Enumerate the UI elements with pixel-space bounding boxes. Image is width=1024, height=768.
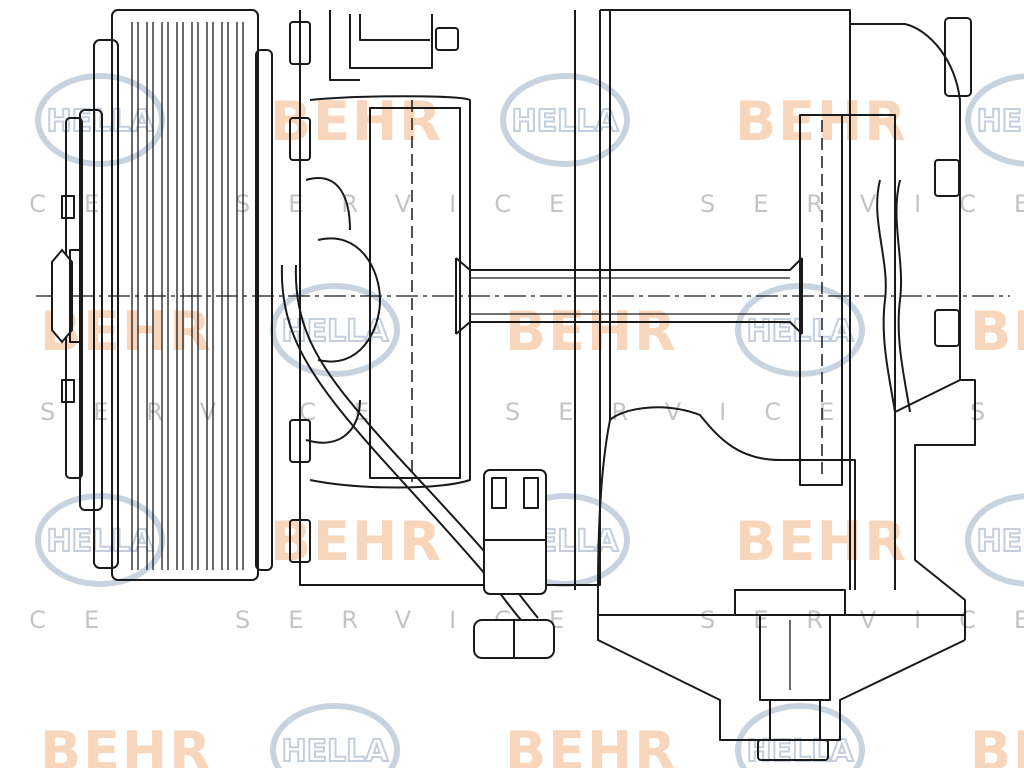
watermark-hella: HELLA [511,104,619,139]
watermark-service: SERVICE [700,190,1024,218]
compressor-body [455,9,896,590]
watermark-layer: BEHR HELLA BEHR HELLA BEHR HELLA BEHR HELLA BEHR… [0,73,1024,768]
watermark-service: SERVICE [40,398,407,426]
watermark-hella-logo [270,703,400,768]
watermark-behr: BEHR [970,720,1024,768]
watermark-hella-logo [965,493,1024,587]
watermark-hella-logo [500,73,630,167]
front-head-housing [289,10,601,586]
watermark-hella: HELLA [976,524,1024,559]
watermark-service: SERVICE [0,190,137,218]
watermark-hella: HELLA [46,524,154,559]
clutch-pulley [51,9,273,581]
lower-port-block [597,406,966,761]
watermark-behr: BEHR [505,720,678,768]
rear-head [850,17,976,640]
watermark-hella-logo [965,73,1024,167]
hub-nut [51,248,73,344]
clutch-wire-connector [280,264,555,659]
pulley-grooves [131,22,244,570]
watermark-hella: HELLA [46,104,154,139]
watermark-hella: HELLA [746,734,854,768]
watermark-hella: HELLA [976,104,1024,139]
watermark-behr: BEHR [40,720,213,768]
watermark-service: SERVICE [700,606,1024,634]
watermark-service: SERVICE [505,398,872,426]
watermark-service: SERVICE [970,398,1024,426]
watermark-behr: BEHR [270,90,443,153]
watermark-behr: BEHR [970,300,1024,363]
watermark-service: SERVICE [235,190,602,218]
watermark-behr: BEHR [735,510,908,573]
watermark-hella: HELLA [281,734,389,768]
connector-housing [483,469,547,595]
compressor-drawing [36,9,1010,761]
watermark-behr: BEHR [505,300,678,363]
watermark-behr: BEHR [735,90,908,153]
watermark-service: SERVICE [0,606,137,634]
watermark-hella-logo [735,703,865,768]
